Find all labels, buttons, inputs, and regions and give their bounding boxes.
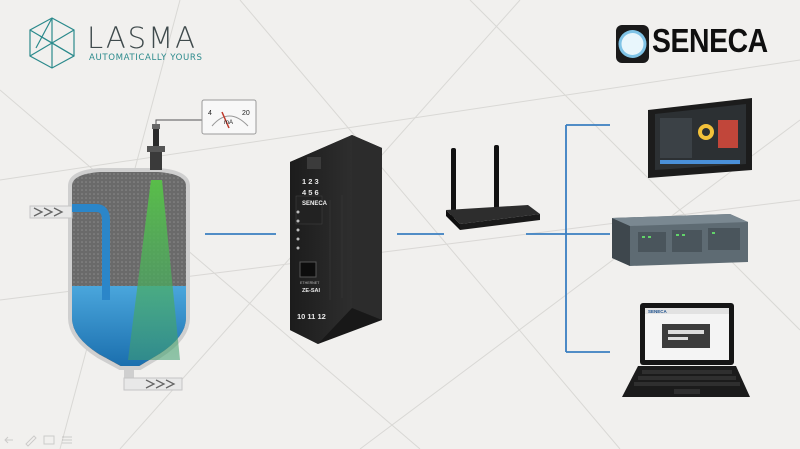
module-bottom-numbers: 10 11 12: [297, 312, 326, 321]
laptop-screen-brand: SENECA: [648, 309, 668, 314]
module-port-label: ETHERNET: [300, 281, 320, 285]
module-model-label: ZE-SAI: [302, 288, 321, 294]
module-top-numbers-2: 4 5 6: [302, 188, 319, 197]
gauge-unit-label: mA: [224, 120, 233, 126]
seneca-logo-title: SENECA: [652, 22, 768, 59]
gauge-max-label: 20: [242, 110, 250, 117]
io-module-icon: 1 2 3 4 5 6 SENECA ETHERNET ZE-SAI 10 11…: [290, 135, 382, 344]
plc-icon: [612, 214, 748, 266]
level-sensor-icon: [147, 119, 203, 170]
lasma-logo-title: LASMA: [87, 21, 197, 55]
gauge-min-label: 4: [208, 110, 212, 117]
seneca-logo-icon: [616, 25, 649, 63]
menu-icon[interactable]: [62, 436, 72, 444]
pen-icon[interactable]: [25, 435, 37, 447]
lasma-logo-icon: [29, 17, 75, 69]
laptop-icon: SENECA: [622, 303, 750, 397]
hmi-panel-icon: [648, 98, 752, 178]
slide-toolbar[interactable]: [4, 435, 72, 447]
module-top-numbers-1: 1 2 3: [302, 177, 319, 186]
gauge-icon: 4 20 mA: [201, 99, 257, 135]
back-arrow-icon[interactable]: [4, 436, 13, 444]
connector-lines: [205, 124, 610, 353]
slides-icon[interactable]: [43, 435, 55, 445]
module-brand-label: SENECA: [302, 201, 328, 207]
lasma-logo-tagline: AUTOMATICALLY YOURS: [89, 53, 203, 63]
radar-beam: [128, 180, 180, 360]
router-icon: [446, 145, 540, 230]
